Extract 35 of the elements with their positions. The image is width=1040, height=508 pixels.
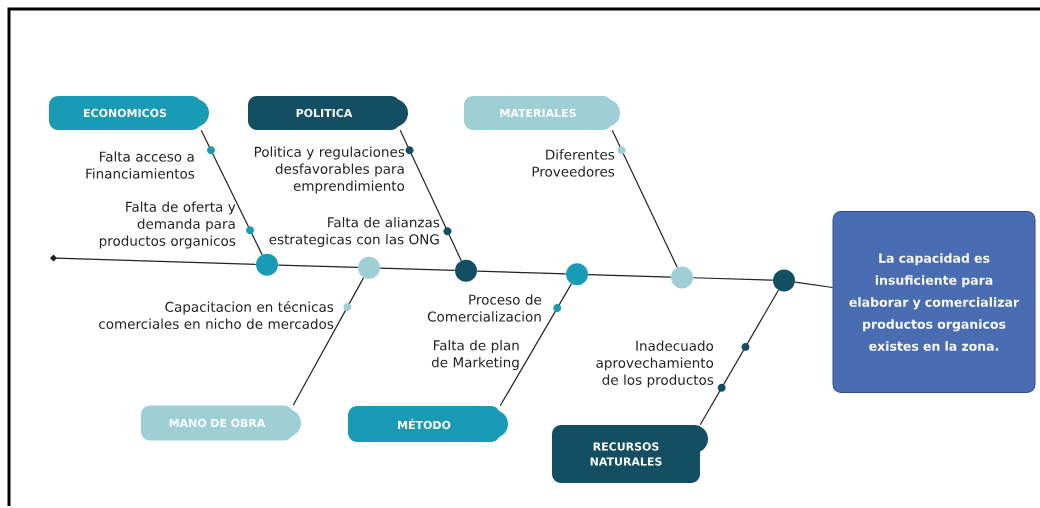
category-box: ECONOMICOS	[49, 96, 209, 130]
spine-circle	[256, 253, 278, 276]
cause-text: Inadecuado aprovechamiento de los productos	[596, 340, 714, 388]
bone-line	[399, 129, 462, 262]
bone-line	[699, 289, 779, 426]
spine-circle	[566, 263, 588, 286]
category-box: RECURSOS NATURALES	[552, 425, 708, 483]
spine-line	[587, 273, 672, 278]
spine-line	[692, 277, 774, 281]
spine-circle	[773, 269, 795, 292]
spine-circle	[455, 259, 477, 282]
category-box: MATERIALES	[464, 96, 620, 130]
cause-text: Falta de alianzas estrategicas con las ONG	[269, 216, 440, 248]
spine-line	[50, 254, 257, 265]
bone-line	[611, 129, 678, 268]
spine-line	[794, 281, 834, 289]
spine-line	[476, 270, 567, 275]
cause-text: Capacitacion en técnicas comerciales en nicho de mercados	[99, 301, 334, 329]
category-box: MANO DE OBRA	[141, 405, 301, 441]
effect-box: La capacidad es insuficiente para elaborar y comercializar productos organicos existes en la zona.	[832, 211, 1036, 393]
cause-text: Falta acceso a Financiamientos	[86, 151, 195, 179]
cause-text: Falta de plan de Marketing	[431, 339, 519, 371]
category-box: POLITICA	[248, 96, 408, 130]
cause-text: Politica y regulaciones desfavorables para emprendimiento	[254, 146, 405, 194]
category-box: MÉTODO	[348, 406, 508, 442]
spine-line	[277, 264, 359, 269]
spine-circle	[358, 256, 380, 279]
bone-line	[499, 283, 572, 407]
spine-line	[379, 267, 456, 272]
bone-line	[292, 277, 365, 406]
cause-text: Diferentes Proveedores	[532, 149, 615, 177]
spine-circle	[671, 266, 693, 289]
bone-line	[200, 129, 263, 256]
cause-text: Falta de oferta y demanda para productos organicos	[99, 201, 236, 249]
cause-text: Proceso de Comercializacion	[427, 294, 542, 322]
